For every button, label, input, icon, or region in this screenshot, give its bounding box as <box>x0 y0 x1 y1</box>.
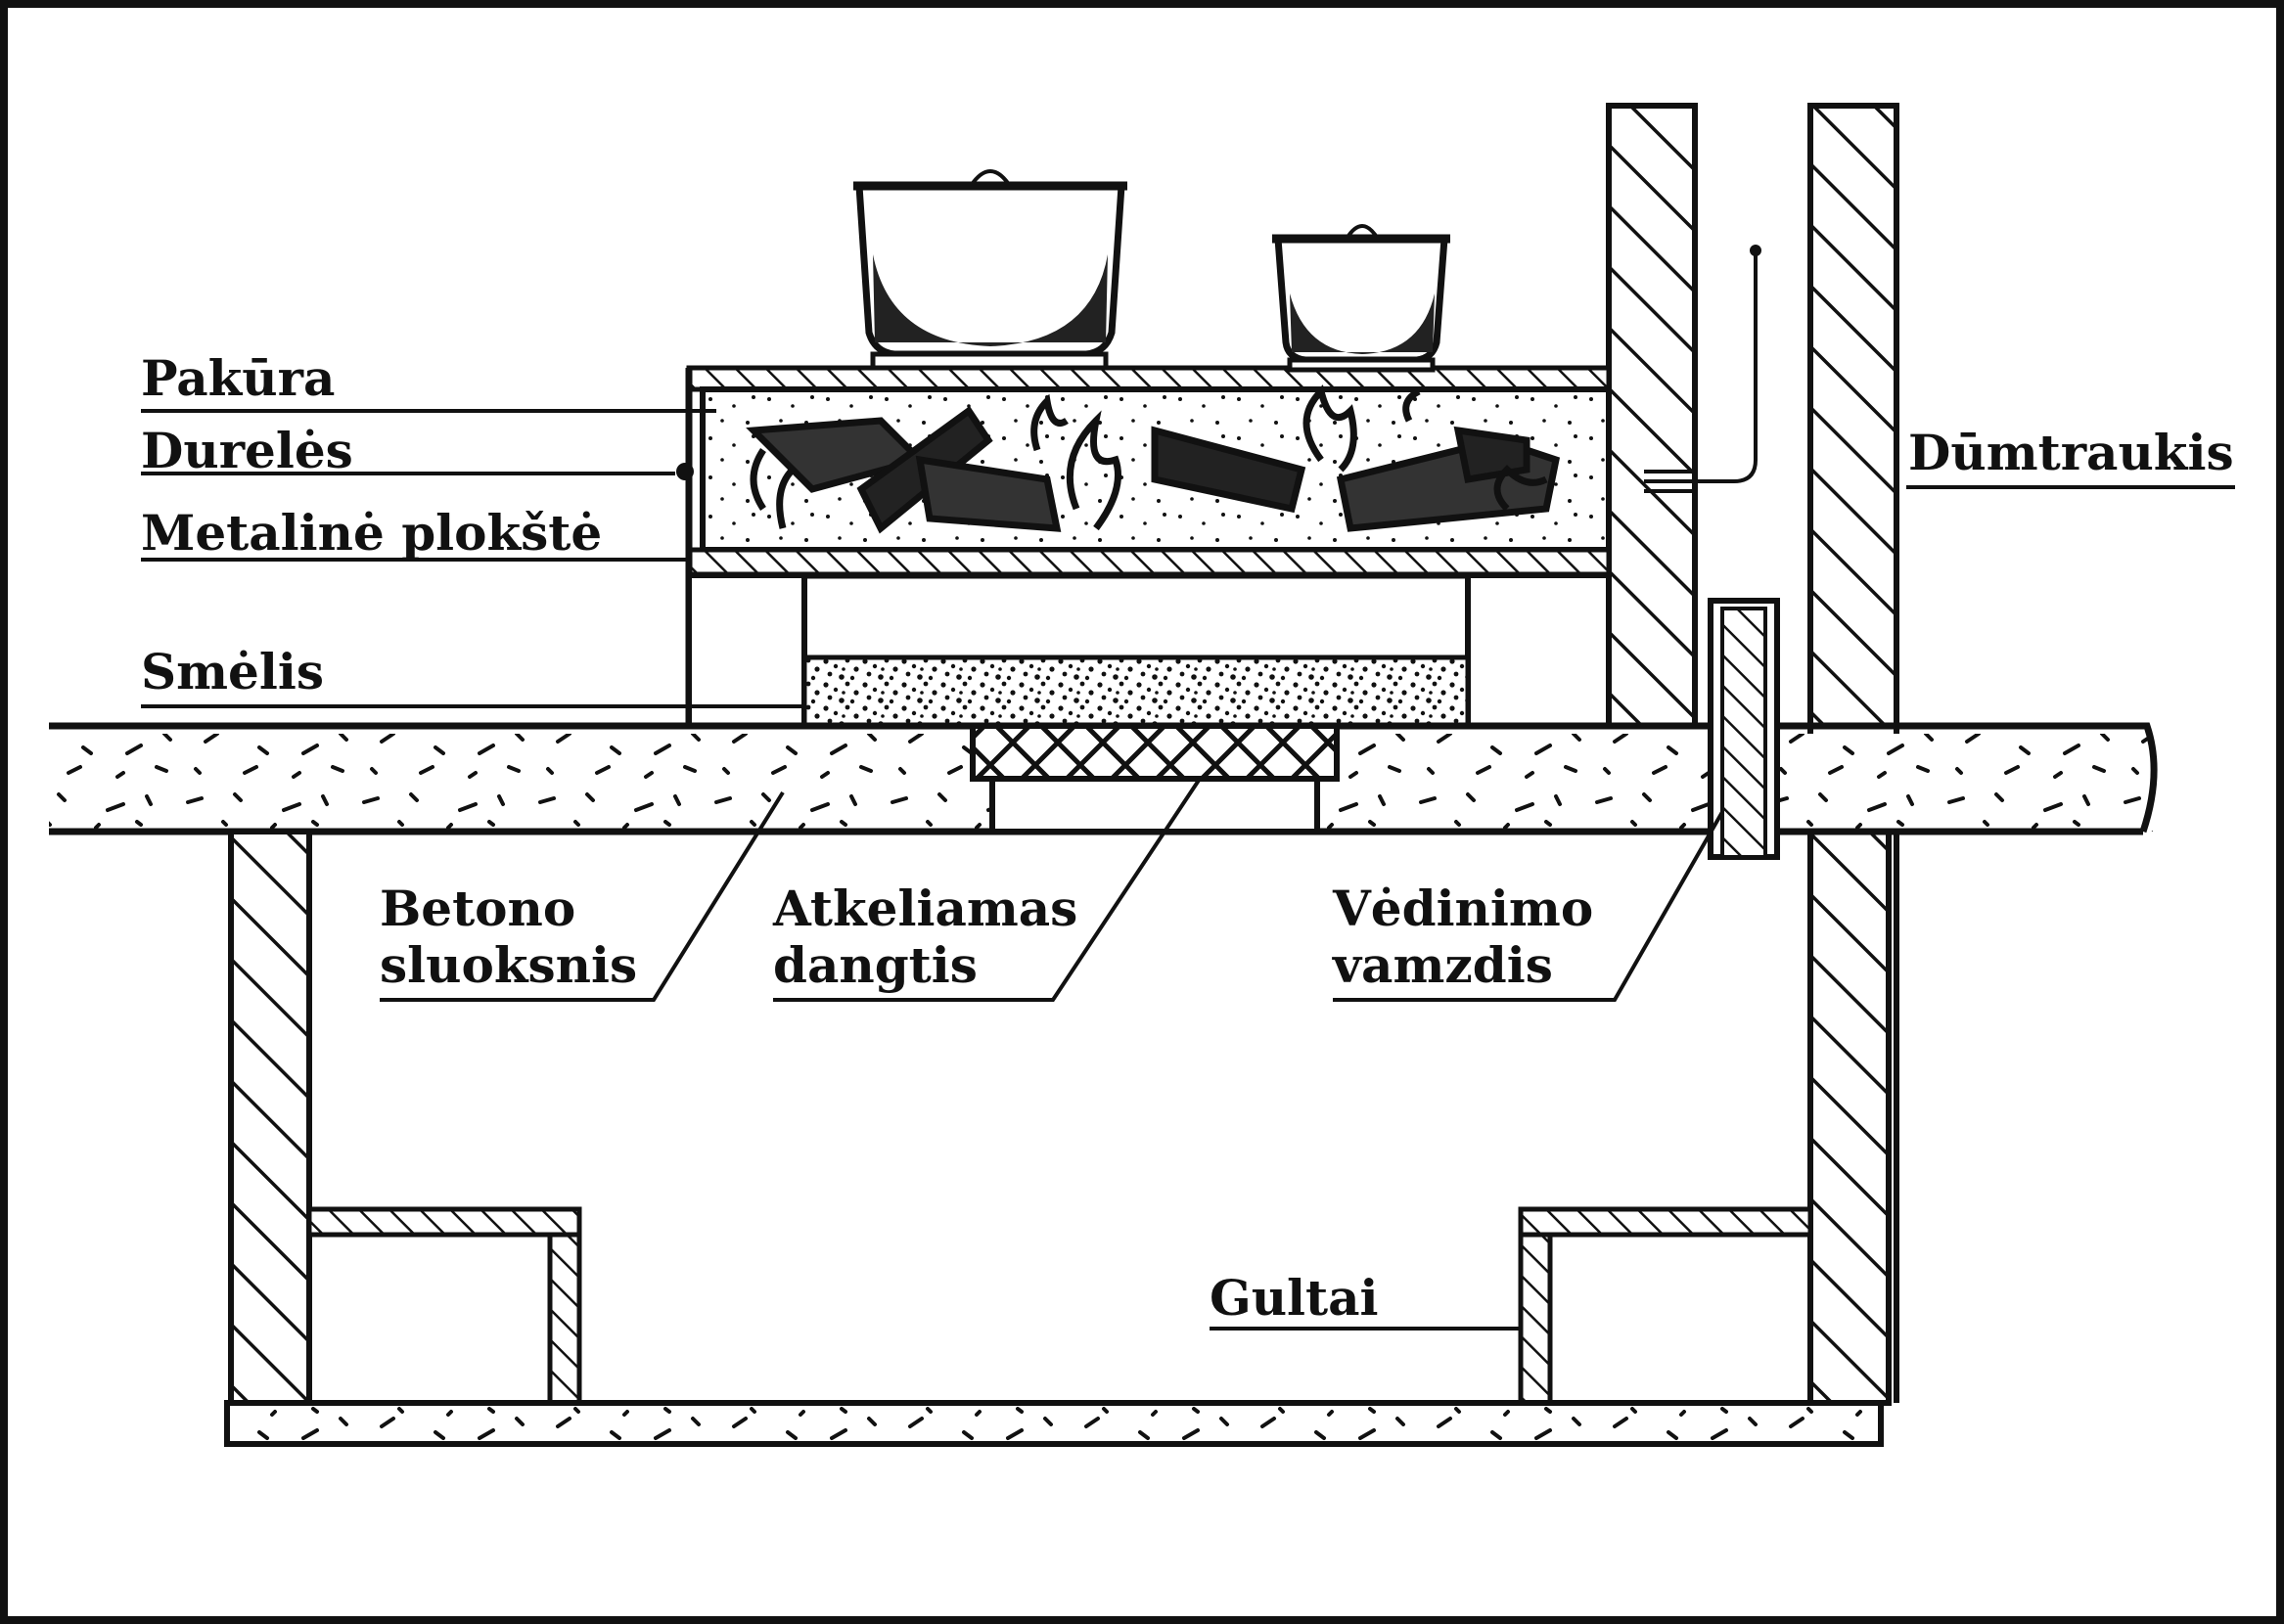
bench-left-side <box>547 1232 582 1406</box>
cellar <box>224 829 1884 1447</box>
label-pakura: Pakūra <box>141 349 335 407</box>
label-vedinimo-line2: vamzdis <box>1332 936 1553 994</box>
label-vedinimo-line1: Vėdinimo <box>1332 880 1593 937</box>
bench-right-side <box>1518 1232 1553 1406</box>
damper-rod <box>1644 250 1758 483</box>
label-atkeliamas-line1: Atkeliamas <box>772 880 1077 937</box>
removable-lid <box>970 723 1340 782</box>
door-knob <box>676 463 694 480</box>
bench-left-top <box>306 1206 582 1238</box>
metal-plate <box>686 547 1612 578</box>
chimney-right-wall <box>1807 103 1899 729</box>
stove-leg-right <box>1465 572 1612 729</box>
label-atkeliamas-line2: dangtis <box>773 936 978 994</box>
leader-lines <box>141 409 2235 1331</box>
label-betono-line2: sluoksnis <box>380 936 637 994</box>
label-dumtraukis: Dūmtraukis <box>1908 424 2234 481</box>
small-pot <box>1272 224 1450 373</box>
stove-leg-left <box>686 572 807 729</box>
cellar-left-wall <box>228 829 312 1406</box>
concrete-slab <box>49 722 2158 835</box>
chimney-left-wall <box>1606 103 1698 729</box>
sand-layer <box>801 654 1471 729</box>
label-metaline-plokste: Metalinė plokštė <box>141 504 602 562</box>
label-smelis: Smėlis <box>141 643 324 700</box>
label-betono-line1: Betono <box>380 880 575 937</box>
large-pot <box>853 169 1127 371</box>
ventilation-pipe <box>1708 598 1780 860</box>
bench-right-top <box>1518 1206 1813 1238</box>
label-gultai: Gultai <box>1210 1269 1379 1327</box>
chimney <box>1606 103 1899 1406</box>
chimney-right-wall-lower <box>1807 829 1892 1406</box>
label-dureles: Durelės <box>141 422 353 479</box>
stove-top-plate <box>686 365 1612 392</box>
fire-logs <box>746 384 1561 534</box>
hatch-opening <box>989 776 1320 835</box>
stove <box>676 365 1612 729</box>
cellar-floor <box>224 1400 1884 1447</box>
